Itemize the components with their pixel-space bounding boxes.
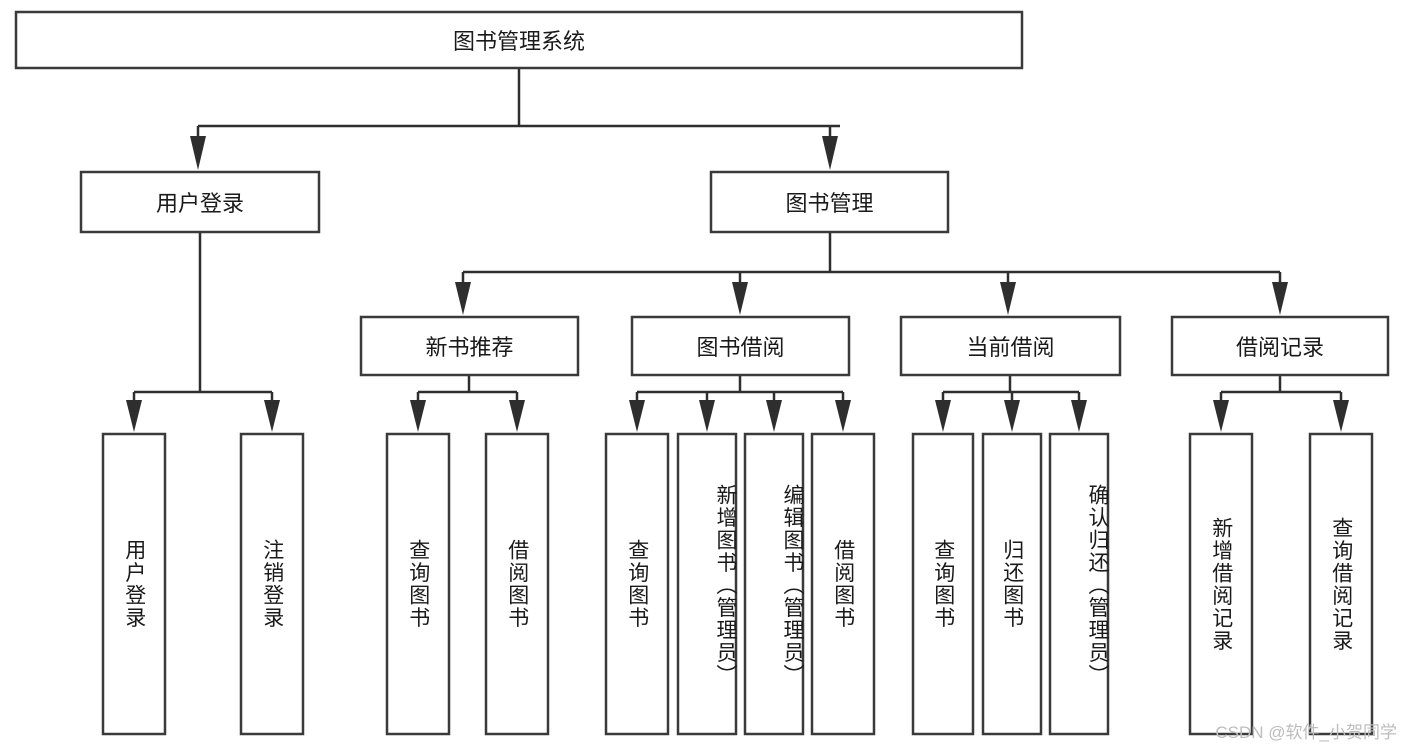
connector-group-current-borrow: [935, 375, 1087, 432]
node-box-leaf-user-login[interactable]: [101, 432, 167, 736]
node-box-leaf-add-borrow-record[interactable]: [1188, 432, 1254, 736]
node-box-leaf-edit-book[interactable]: [743, 432, 805, 736]
node-box-book-management[interactable]: [709, 170, 950, 234]
connector-group-book-mgmt: [455, 232, 1288, 315]
arrow-head-leaf-add-record: [1213, 400, 1229, 432]
arrow-head-leaf-user-login: [126, 400, 142, 432]
node-box-current-borrow[interactable]: [899, 315, 1122, 377]
arrow-head-leaf-query-record: [1333, 400, 1349, 432]
node-box-leaf-return-book[interactable]: [981, 432, 1043, 736]
arrow-head-leaf-borrow-book-1: [509, 400, 525, 432]
node-box-leaf-borrow-book-2[interactable]: [810, 432, 876, 736]
arrow-head-book-mgmt: [822, 136, 838, 170]
node-box-book-borrow[interactable]: [630, 315, 851, 377]
connector-group-root: [190, 68, 840, 170]
arrow-head-leaf-confirm-return: [1071, 400, 1087, 432]
node-box-leaf-query-book-2[interactable]: [604, 432, 670, 736]
arrow-head-leaf-query-book-1: [410, 400, 426, 432]
node-box-new-book-recommend[interactable]: [359, 315, 580, 377]
arrow-head-leaf-edit-book: [766, 400, 782, 432]
node-box-leaf-borrow-book-1[interactable]: [484, 432, 550, 736]
arrow-head-leaf-query-book-2: [629, 400, 645, 432]
arrow-head-leaf-query-book-3: [935, 400, 951, 432]
node-box-user-login[interactable]: [79, 170, 321, 234]
connector-group-borrow-record: [1213, 375, 1349, 432]
arrow-head-leaf-return-book: [1004, 400, 1020, 432]
node-box-root[interactable]: [14, 10, 1024, 70]
node-box-leaf-add-book[interactable]: [676, 432, 738, 736]
arrow-head-borrow-record: [1272, 282, 1288, 315]
arrow-head-new-book-rec: [455, 282, 471, 315]
arrow-head-current-borrow: [1000, 282, 1016, 315]
node-box-leaf-query-book-1[interactable]: [385, 432, 451, 736]
arrow-head-book-borrow: [732, 282, 748, 315]
connector-group-book-borrow: [629, 375, 851, 432]
arrow-head-leaf-logout: [264, 400, 280, 432]
node-box-leaf-query-borrow-record[interactable]: [1308, 432, 1374, 736]
connector-group-user-login: [126, 232, 280, 432]
node-box-leaf-confirm-return[interactable]: [1048, 432, 1110, 736]
arrow-head-leaf-add-book: [699, 400, 715, 432]
node-box-leaf-logout[interactable]: [239, 432, 305, 736]
node-box-borrow-record[interactable]: [1170, 315, 1390, 377]
node-box-leaf-query-book-3[interactable]: [911, 432, 975, 736]
arrow-head-user-login: [190, 136, 206, 170]
connector-group-new-book-rec: [410, 375, 525, 432]
arrow-head-leaf-borrow-book-2: [835, 400, 851, 432]
